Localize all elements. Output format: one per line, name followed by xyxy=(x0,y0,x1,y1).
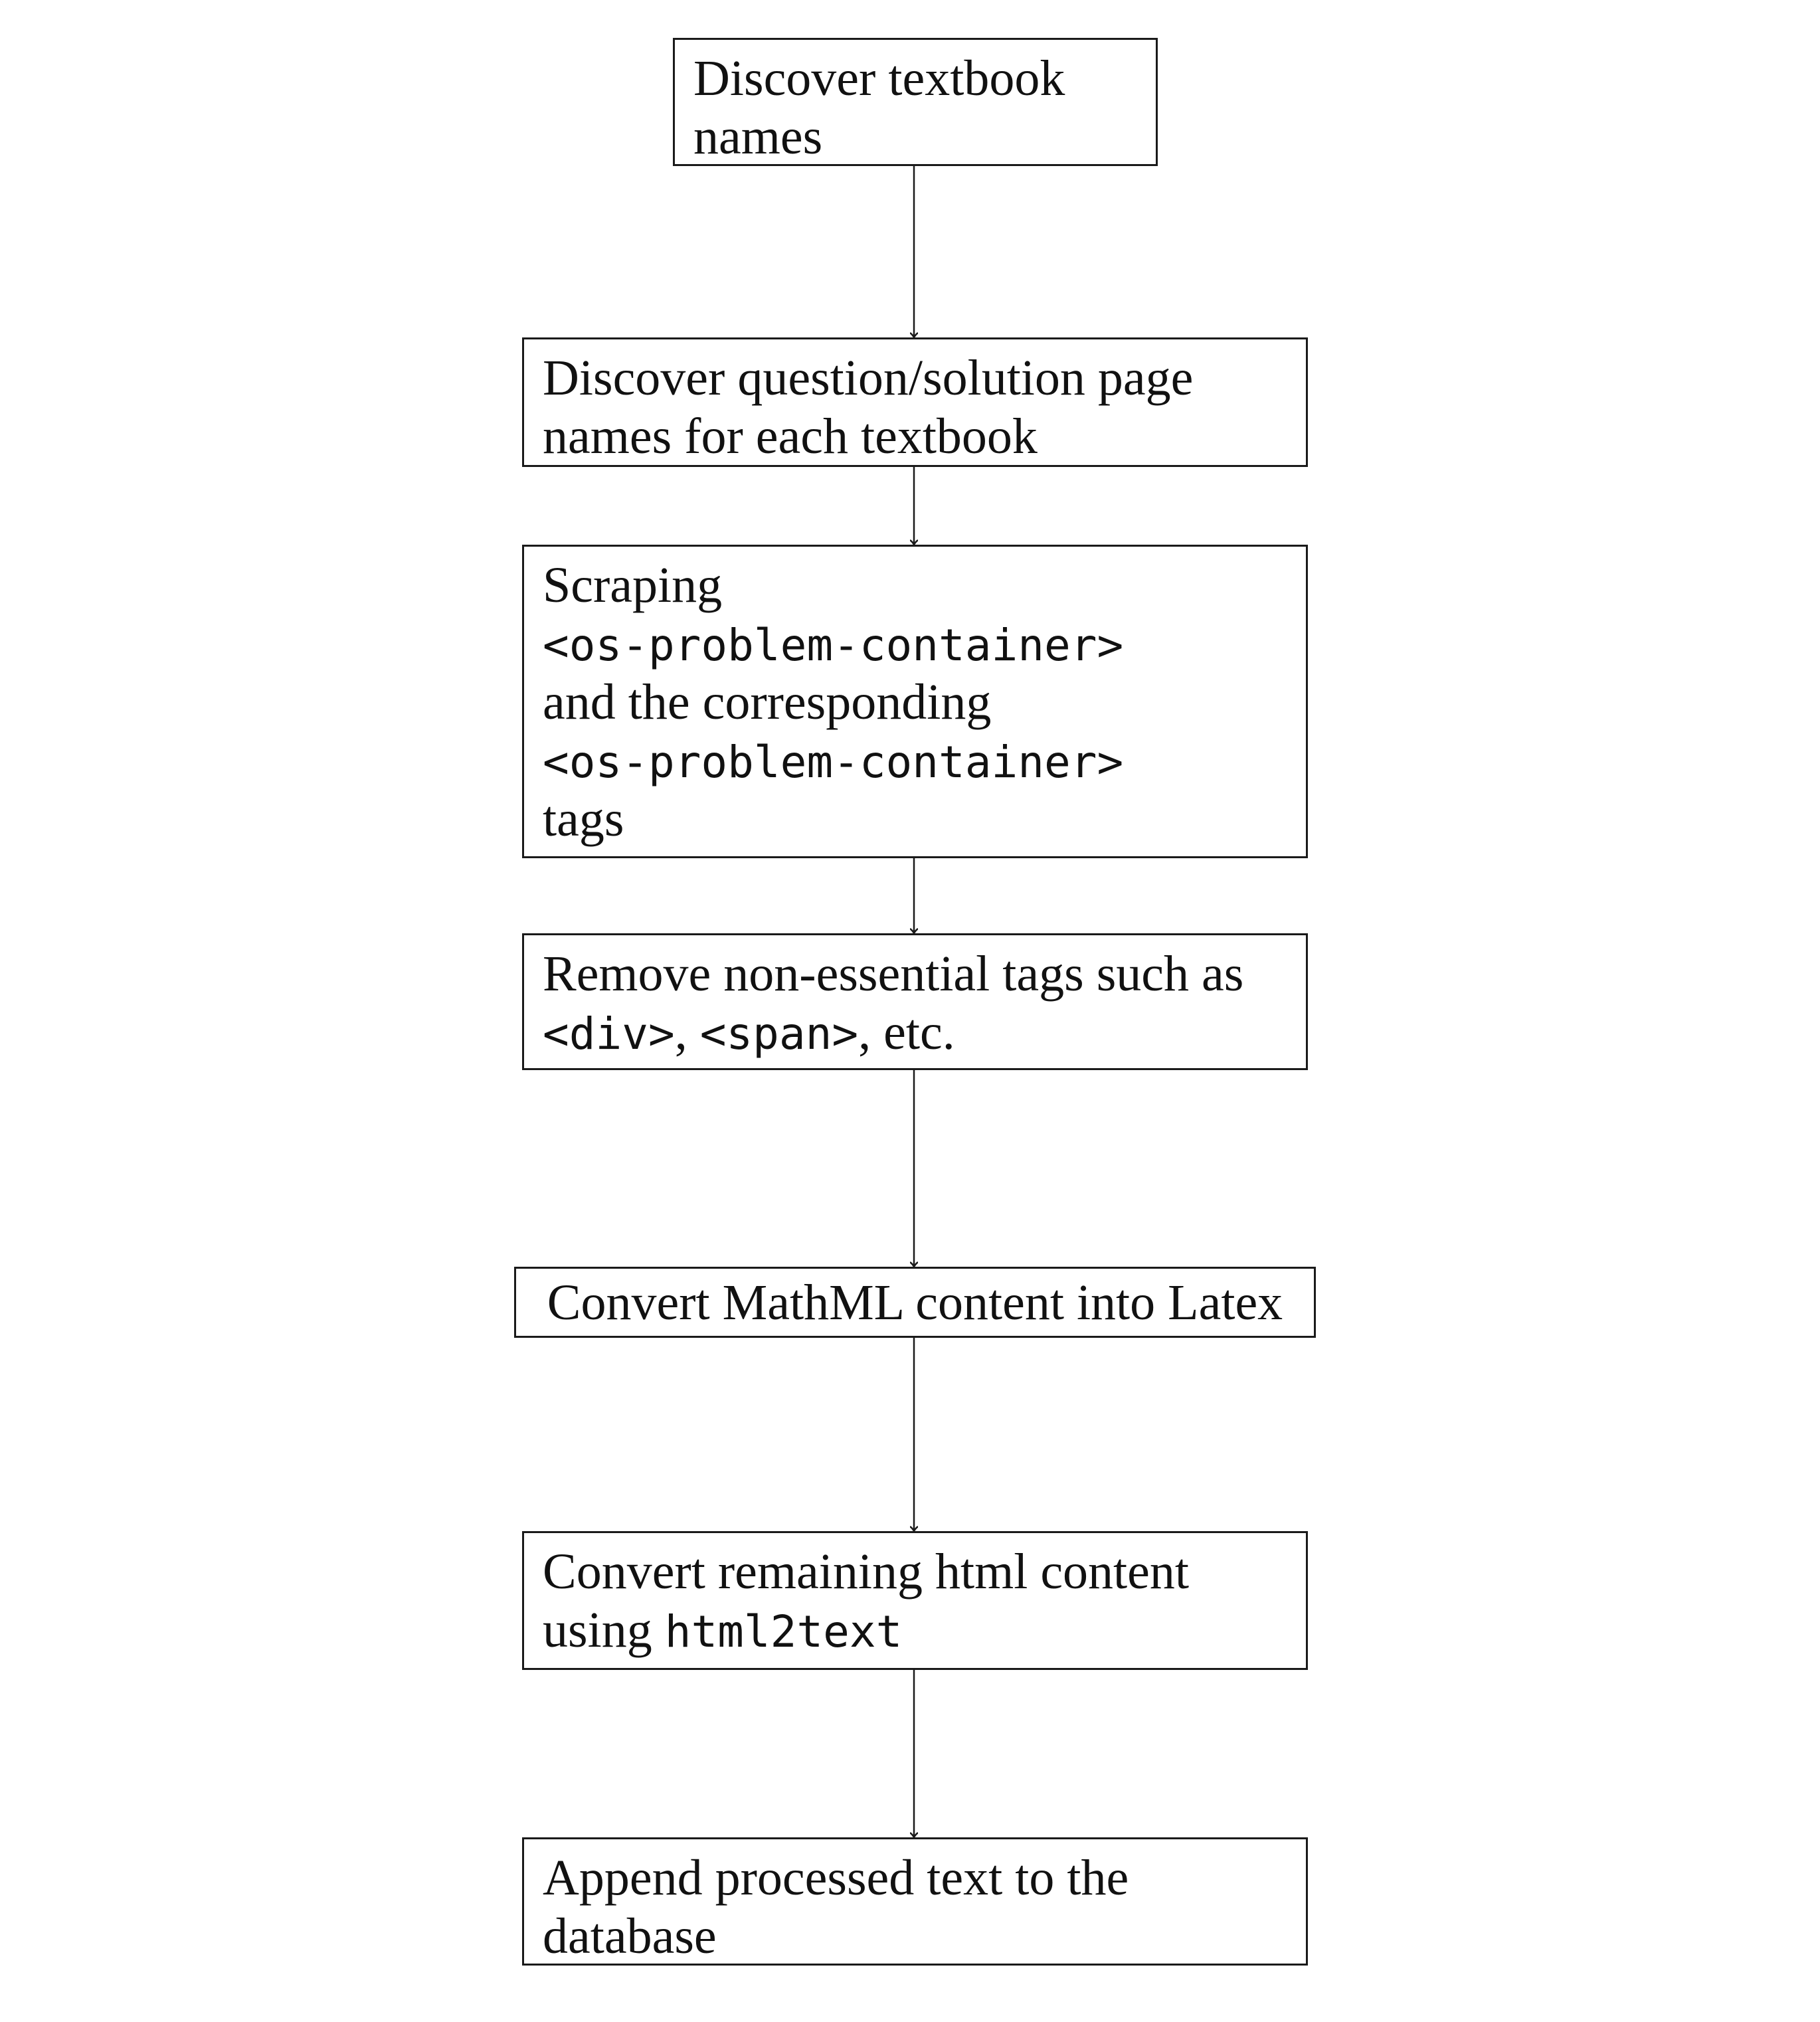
text-span: database xyxy=(543,1908,717,1964)
step-text-line: Discover textbook xyxy=(693,49,1156,108)
step-text-line: Convert remaining html content xyxy=(543,1542,1306,1601)
step-text-line: Discover question/solution page xyxy=(543,349,1306,407)
text-span: Append processed text to the xyxy=(543,1850,1129,1906)
step-text-line: Scraping xyxy=(543,556,1306,614)
step-text-line: Remove non-essential tags such as xyxy=(543,945,1306,1003)
step-text-line: using html2text xyxy=(543,1601,1306,1659)
text-span: Discover question/solution page xyxy=(543,350,1194,406)
text-span: Convert MathML content into Latex xyxy=(547,1274,1283,1331)
code-span: <os-problem-container> xyxy=(543,620,1124,671)
step-text-line: tags xyxy=(543,790,1306,848)
step-text-line: Convert MathML content into Latex xyxy=(547,1273,1283,1332)
step-text-line: <os-problem-container> xyxy=(543,731,1306,790)
step-text-line: <div>, <span>, etc. xyxy=(543,1003,1306,1061)
step-text-line: database xyxy=(543,1907,1306,1966)
code-span: <span> xyxy=(699,1008,859,1059)
step-scraping: Scraping<os-problem-container>and the co… xyxy=(522,545,1308,858)
code-span: <div> xyxy=(543,1008,675,1059)
step-scraping-text: Scraping<os-problem-container>and the co… xyxy=(543,556,1306,848)
step-text-line: <os-problem-container> xyxy=(543,614,1306,673)
text-span: tags xyxy=(543,791,624,847)
step-text-line: and the corresponding xyxy=(543,673,1306,731)
step-convert-mathml-text: Convert MathML content into Latex xyxy=(547,1273,1283,1332)
text-span: Discover textbook xyxy=(693,50,1065,106)
text-span: names for each textbook xyxy=(543,409,1038,464)
step-text-line: names xyxy=(693,108,1156,166)
text-span: using xyxy=(543,1602,665,1658)
text-span: , etc. xyxy=(858,1004,955,1060)
text-span: Convert remaining html content xyxy=(543,1544,1190,1600)
step-text-line: Append processed text to the xyxy=(543,1849,1306,1907)
step-convert-mathml: Convert MathML content into Latex xyxy=(514,1267,1316,1338)
text-span: and the corresponding xyxy=(543,674,992,730)
text-span: names xyxy=(693,109,823,165)
step-remove-tags-text: Remove non-essential tags such as<div>, … xyxy=(543,945,1306,1061)
code-span: html2text xyxy=(664,1606,903,1657)
code-span: <os-problem-container> xyxy=(543,737,1124,788)
step-remove-tags: Remove non-essential tags such as<div>, … xyxy=(522,933,1308,1070)
text-span: Scraping xyxy=(543,557,723,613)
text-span: Remove non-essential tags such as xyxy=(543,946,1244,1002)
step-text-line: names for each textbook xyxy=(543,407,1306,466)
text-span: , xyxy=(674,1004,700,1060)
